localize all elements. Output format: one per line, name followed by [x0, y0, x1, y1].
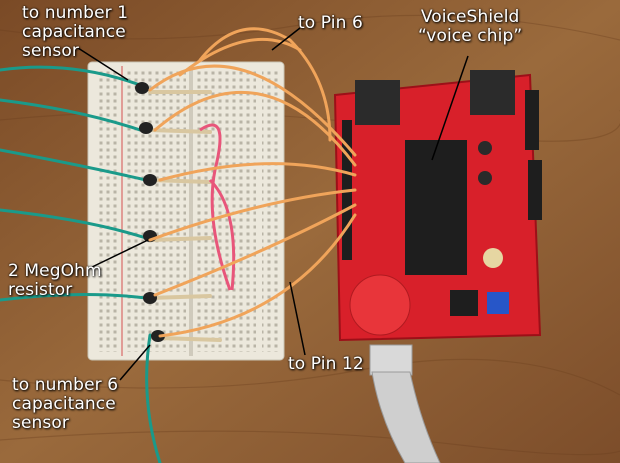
label-pin12: to Pin 12: [288, 354, 364, 374]
teal-sensor-wires: [0, 65, 162, 463]
orange-wires: [148, 27, 357, 338]
breadboard: [87, 61, 285, 361]
voiceshield-board: [333, 70, 542, 342]
label-number6-sensor: to number 6 capacitance sensor: [12, 375, 119, 433]
label-2megohm-resistor: 2 MegOhm resistor: [8, 261, 102, 300]
label-number1-sensor: to number 1 capacitance sensor: [22, 3, 129, 61]
label-pointers: [77, 27, 469, 381]
resistors: [135, 82, 222, 342]
label-pin6: to Pin 6: [298, 13, 363, 33]
usb-cable: [369, 344, 441, 463]
label-voiceshield-chip: VoiceShield “voice chip”: [418, 7, 523, 46]
pink-jumpers: [199, 123, 236, 291]
